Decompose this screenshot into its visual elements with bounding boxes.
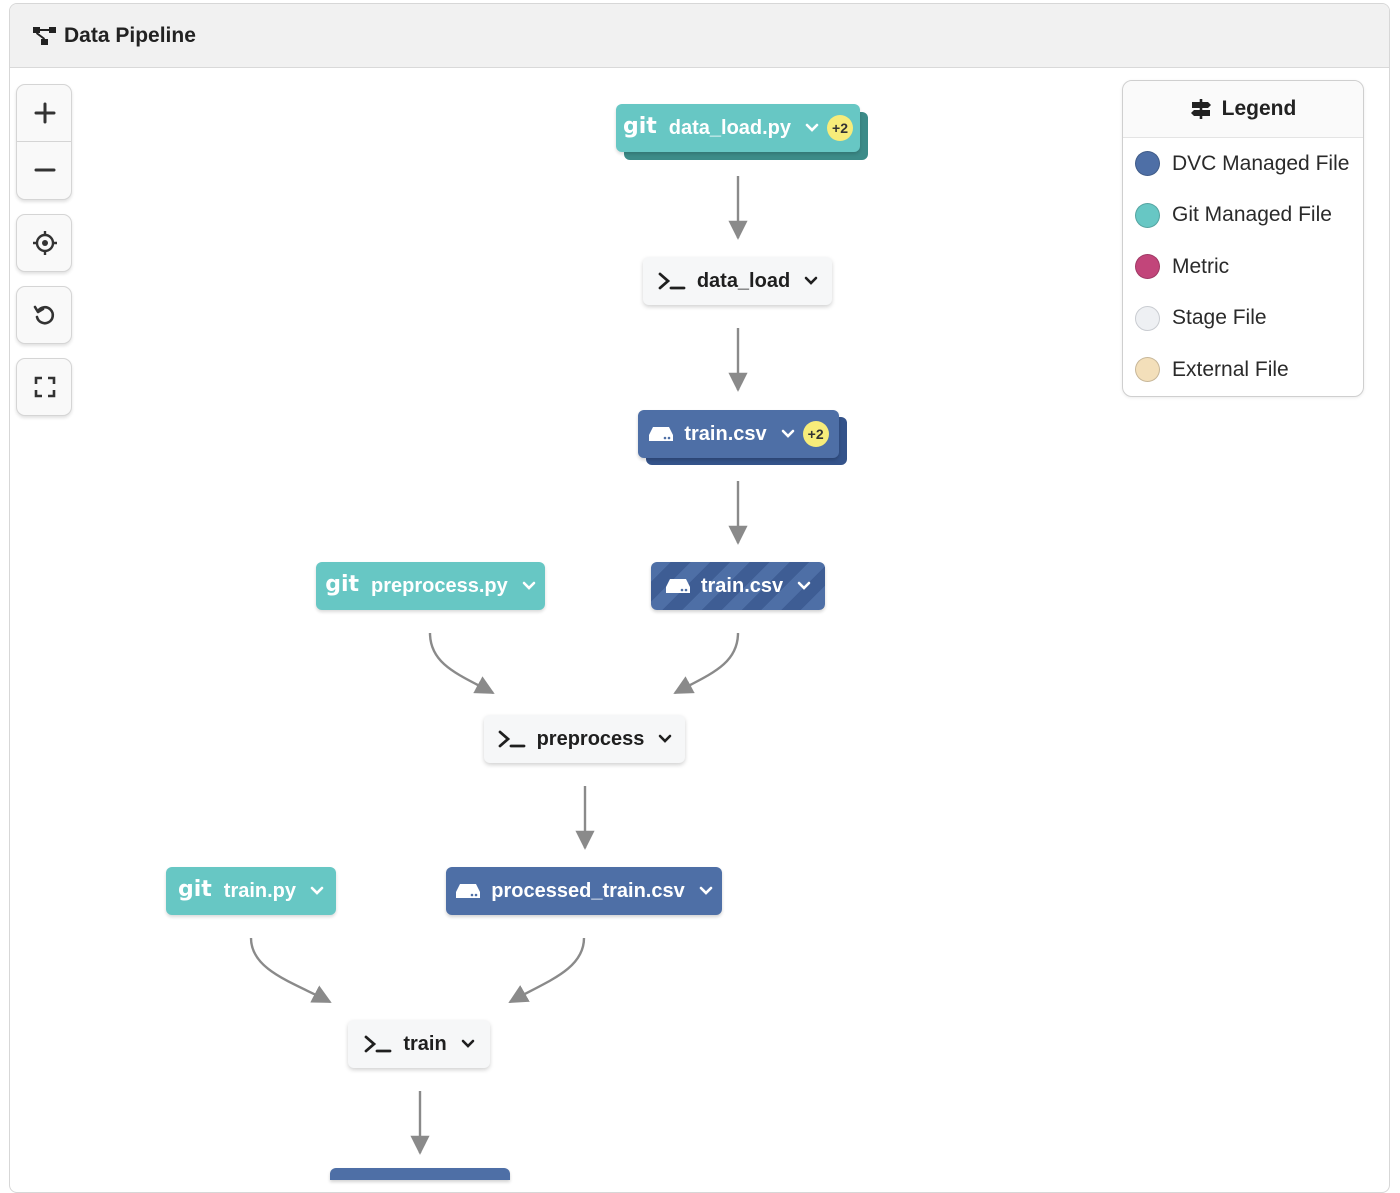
chevron-down-icon[interactable] (699, 886, 713, 896)
hard-drive-icon (665, 577, 691, 595)
node-label: preprocess (536, 727, 645, 750)
legend-color-dot (1135, 151, 1160, 177)
git-icon: git (622, 113, 657, 139)
fullscreen-button[interactable] (17, 359, 71, 415)
legend-label: DVC Managed File (1172, 151, 1350, 175)
node-processed-train-csv[interactable]: processed_train.csv (446, 867, 722, 915)
node-label: preprocess.py (371, 574, 508, 597)
legend-color-dot (1135, 305, 1160, 331)
git-icon: git (325, 571, 360, 597)
reset-button[interactable] (17, 287, 71, 343)
crosshair-icon (33, 231, 57, 255)
node-train-csv-stage-output[interactable]: train.csv (651, 562, 825, 610)
edge-train-csv-to-preprocess (673, 632, 740, 695)
node-label: train.csv (684, 422, 767, 445)
chevron-down-icon[interactable] (797, 581, 811, 591)
legend-label: Metric (1172, 254, 1230, 278)
rotate-icon (33, 305, 55, 325)
node-preprocess-py[interactable]: git preprocess.py (316, 562, 545, 610)
legend-label: Stage File (1172, 306, 1267, 330)
legend-header: Legend (1123, 81, 1363, 138)
legend-color-dot (1135, 254, 1160, 280)
terminal-icon (497, 729, 527, 749)
node-train-csv[interactable]: train.csv +2 (638, 410, 839, 458)
node-model-output[interactable] (330, 1168, 510, 1180)
legend-item: Stage File (1123, 293, 1363, 345)
recenter-button[interactable] (17, 215, 71, 271)
node-label: data_load (696, 269, 791, 292)
chevron-down-icon[interactable] (310, 886, 324, 896)
node-label: train (403, 1032, 447, 1055)
edge-train-py-to-train (249, 937, 332, 1004)
legend-title: Legend (1221, 97, 1297, 120)
zoom-controls (16, 84, 72, 200)
edge-processed-train-csv-to-train (508, 937, 586, 1004)
legend-item: DVC Managed File (1123, 138, 1363, 190)
expand-icon (34, 376, 56, 398)
legend-color-dot (1135, 357, 1160, 383)
plus-icon (34, 102, 56, 124)
legend-item: Metric (1123, 241, 1363, 293)
fullscreen-control (16, 358, 72, 416)
node-train-stage[interactable]: train (348, 1020, 490, 1068)
reset-control (16, 286, 72, 344)
node-data-load-py[interactable]: git data_load.py +2 (616, 104, 860, 152)
hard-drive-icon (648, 425, 674, 443)
legend-item: External File (1123, 344, 1363, 396)
recenter-control (16, 214, 72, 272)
node-data-load-stage[interactable]: data_load (643, 257, 832, 305)
edge-preprocess-py-to-preprocess (428, 632, 495, 695)
zoom-out-button[interactable] (17, 141, 71, 197)
chevron-down-icon[interactable] (461, 1039, 475, 1049)
legend-label: External File (1172, 357, 1289, 381)
chevron-down-icon[interactable] (658, 734, 672, 744)
node-train-py[interactable]: git train.py (166, 867, 336, 915)
node-preprocess-stage[interactable]: preprocess (484, 715, 685, 763)
node-label: data_load.py (668, 116, 792, 139)
minus-icon (34, 168, 56, 171)
count-badge[interactable]: +2 (827, 115, 854, 141)
chevron-down-icon[interactable] (805, 123, 819, 133)
legend-item: Git Managed File (1123, 190, 1363, 242)
panel-header: Data Pipeline (10, 4, 1389, 68)
node-label: train.csv (700, 574, 784, 597)
count-badge[interactable]: +2 (802, 421, 829, 447)
zoom-in-button[interactable] (17, 85, 71, 141)
git-icon: git (177, 876, 212, 902)
chevron-down-icon[interactable] (781, 429, 795, 439)
signpost-icon (1190, 99, 1211, 119)
legend-label: Git Managed File (1172, 203, 1332, 227)
hard-drive-icon (455, 882, 481, 900)
page-title: Data Pipeline (64, 23, 196, 47)
terminal-icon (363, 1034, 393, 1054)
node-label: train.py (223, 879, 297, 902)
terminal-icon (657, 271, 687, 291)
legend-color-dot (1135, 202, 1160, 228)
chevron-down-icon[interactable] (804, 276, 818, 286)
pipeline-icon (33, 26, 56, 45)
node-label: processed_train.csv (491, 879, 685, 902)
chevron-down-icon[interactable] (522, 581, 536, 591)
